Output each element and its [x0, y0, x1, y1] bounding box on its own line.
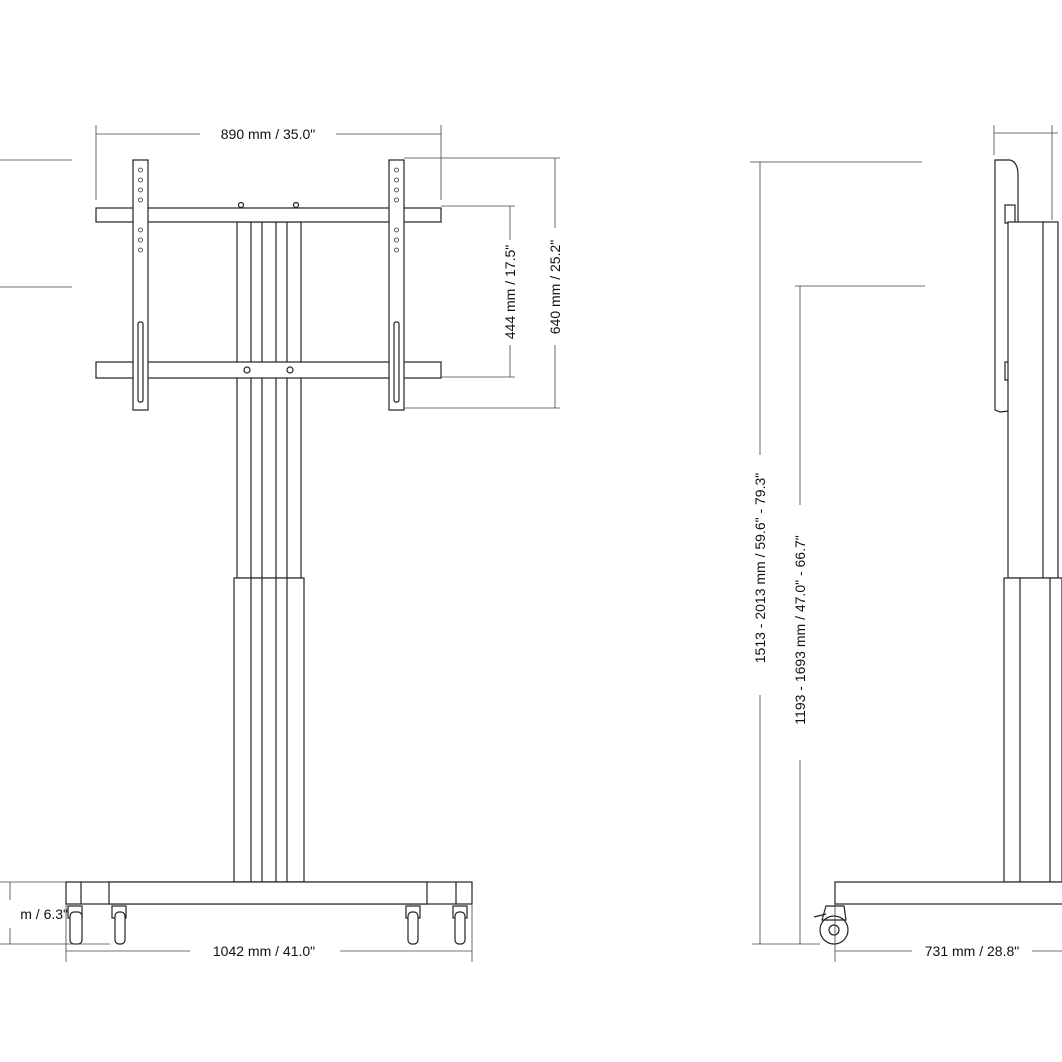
dim-total-height: 1513 - 2013 mm / 59.6" - 79.3": [752, 473, 768, 664]
dim-vesa-outer: 640 mm / 25.2": [547, 240, 563, 334]
dim-vesa-inner: 444 mm / 17.5": [502, 245, 518, 339]
dim-base-height: m / 6.3": [20, 906, 68, 922]
dim-base-depth: 731 mm / 28.8": [925, 943, 1019, 959]
caster-wheels: [67, 905, 468, 945]
dim-top-width: 890 mm / 35.0": [221, 126, 315, 142]
left-partial-lines: [0, 159, 72, 288]
front-view-stand: [65, 159, 473, 945]
side-dimensions: [750, 125, 1062, 962]
dim-base-width: 1042 mm / 41.0": [213, 943, 315, 959]
side-view-stand: [813, 159, 1062, 945]
front-dimensions: [0, 125, 560, 962]
dim-center-height: 1193 - 1693 mm / 47.0" - 66.7": [792, 535, 808, 724]
